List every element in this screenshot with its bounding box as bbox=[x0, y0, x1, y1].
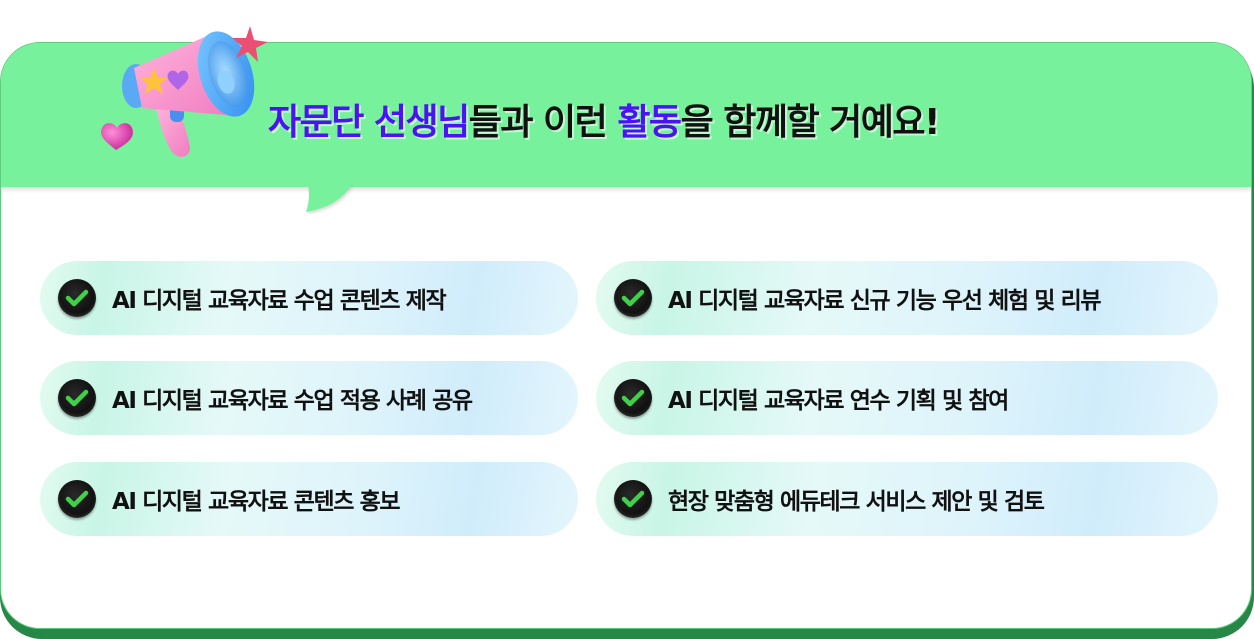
activity-label: 현장 맞춤형 에듀테크 서비스 제안 및 검토 bbox=[668, 489, 1045, 515]
activity-item: 현장 맞춤형 에듀테크 서비스 제안 및 검토 bbox=[596, 462, 1218, 536]
headline-part: 자문단 선생님 bbox=[268, 102, 470, 143]
activity-label: AI 디지털 교육자료 콘텐츠 홍보 bbox=[112, 489, 401, 515]
check-circle-icon bbox=[58, 480, 96, 518]
activity-label: AI 디지털 교육자료 수업 콘텐츠 제작 bbox=[112, 288, 447, 314]
activity-label: AI 디지털 교육자료 신규 기능 우선 체험 및 리뷰 bbox=[668, 288, 1102, 314]
speech-bubble-tail bbox=[306, 184, 352, 212]
check-circle-icon bbox=[614, 480, 652, 518]
activity-item: AI 디지털 교육자료 연수 기획 및 참여 bbox=[596, 361, 1218, 435]
activity-item: AI 디지털 교육자료 콘텐츠 홍보 bbox=[40, 462, 578, 536]
headline-part: 들과 이런 bbox=[468, 102, 618, 143]
activity-label: AI 디지털 교육자료 수업 적용 사례 공유 bbox=[112, 388, 473, 414]
headline-part: 활동 bbox=[617, 102, 682, 143]
check-circle-icon bbox=[58, 379, 96, 417]
activity-item: AI 디지털 교육자료 수업 콘텐츠 제작 bbox=[40, 261, 578, 335]
activity-item: AI 디지털 교육자료 수업 적용 사례 공유 bbox=[40, 361, 578, 435]
check-circle-icon bbox=[58, 279, 96, 317]
megaphone-icon bbox=[100, 26, 268, 157]
activity-item: AI 디지털 교육자료 신규 기능 우선 체험 및 리뷰 bbox=[596, 261, 1218, 335]
activity-label: AI 디지털 교육자료 연수 기획 및 참여 bbox=[668, 388, 1009, 414]
headline: 자문단 선생님들과 이런 활동을 함께할 거예요! bbox=[268, 93, 941, 153]
check-circle-icon bbox=[614, 379, 652, 417]
headline-part: 을 함께할 거예요! bbox=[680, 102, 941, 143]
check-circle-icon bbox=[614, 279, 652, 317]
